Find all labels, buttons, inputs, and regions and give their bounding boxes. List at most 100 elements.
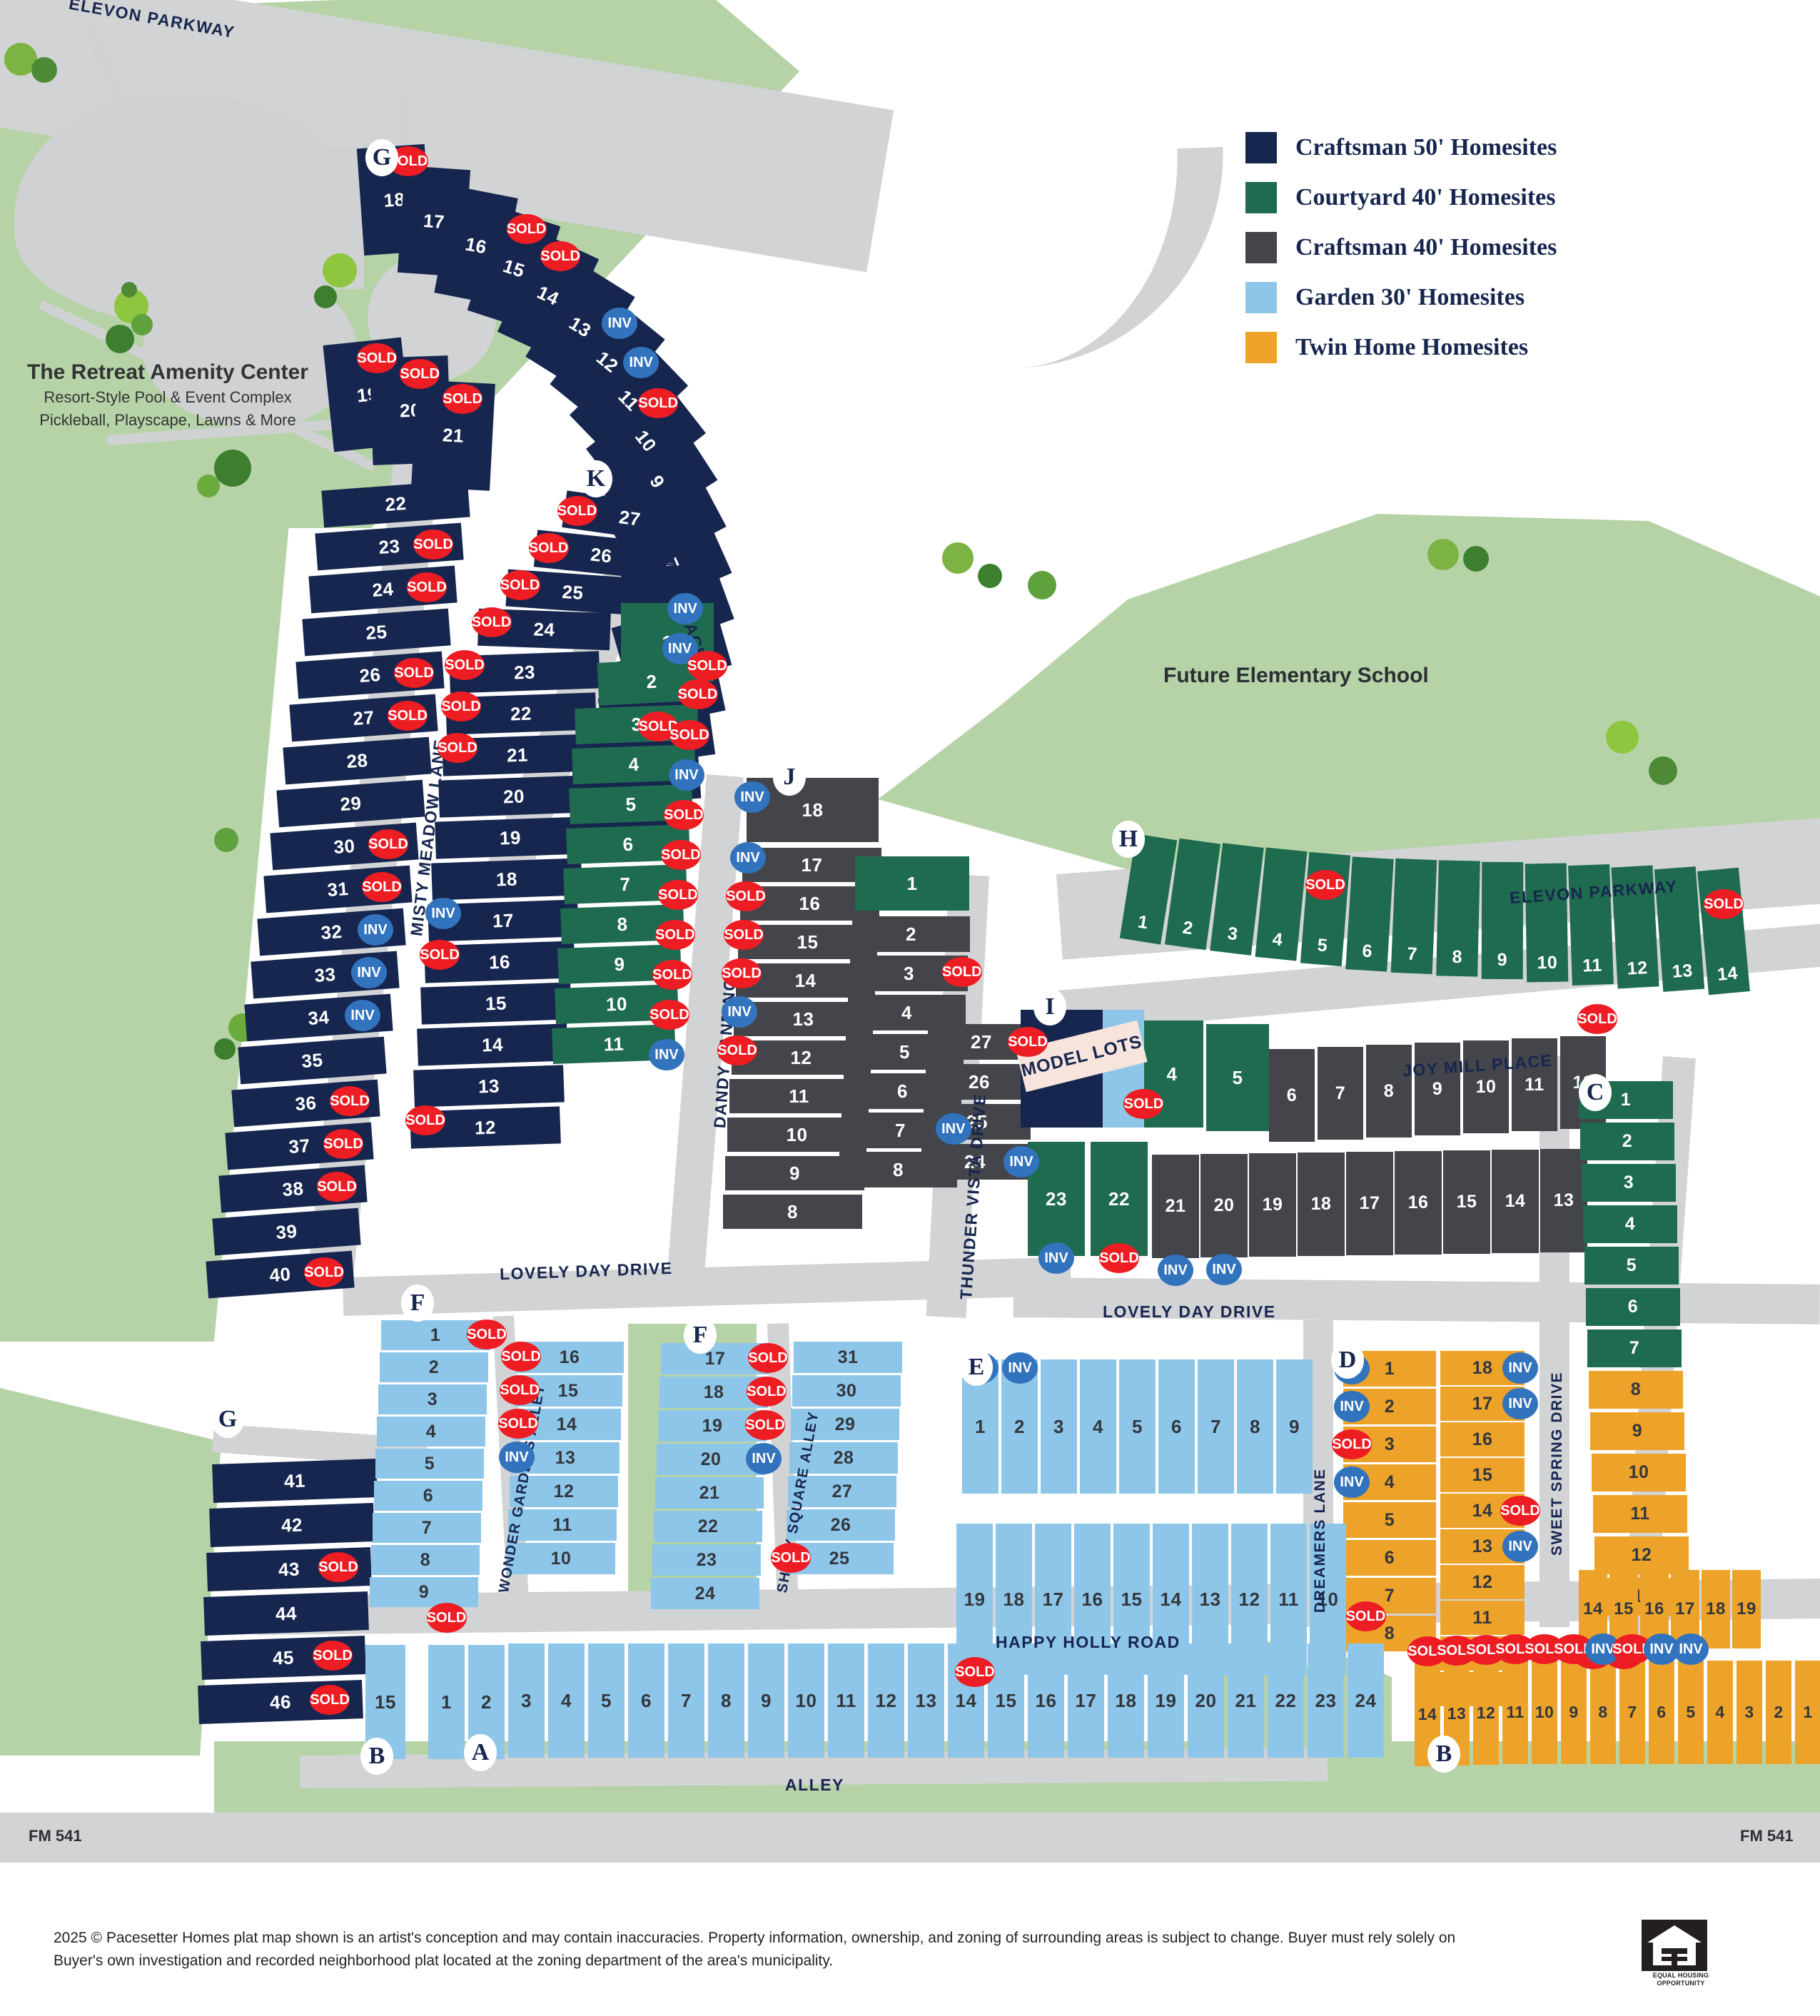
lot-b-7[interactable]: 7: [1619, 1661, 1645, 1764]
lot-h-9[interactable]: 9: [1481, 861, 1524, 980]
section-marker-i[interactable]: I: [1033, 988, 1066, 1025]
lot-f-ri-23[interactable]: 23: [652, 1544, 761, 1576]
lot-i-grey-lower-17[interactable]: 17: [1346, 1152, 1393, 1255]
lot-b-6[interactable]: 6: [1649, 1661, 1674, 1764]
lot-i-grey-lower-15[interactable]: 15: [1443, 1150, 1490, 1254]
lot-i-grey-upper-6[interactable]: 6: [1269, 1049, 1315, 1142]
lot-g-west-44[interactable]: 44: [203, 1591, 369, 1636]
lot-d-right-15[interactable]: 15: [1440, 1458, 1525, 1492]
section-marker-g-bottom[interactable]: G: [211, 1401, 244, 1438]
lot-k-navy-18[interactable]: 18: [431, 858, 582, 901]
lot-g-west-41[interactable]: 41: [212, 1459, 378, 1503]
lot-a-3[interactable]: 3: [508, 1643, 545, 1758]
lot-i-grey-upper-9[interactable]: 9: [1415, 1043, 1460, 1135]
lot-k-navy-13[interactable]: 13: [413, 1065, 565, 1108]
section-marker-j[interactable]: J: [773, 759, 806, 796]
lot-a-7[interactable]: 7: [668, 1643, 704, 1758]
lot-i-grey-upper-7[interactable]: 7: [1318, 1047, 1363, 1140]
lot-g-west-28[interactable]: 28: [283, 736, 432, 785]
lot-j-east-1[interactable]: 1: [855, 856, 969, 911]
lot-a-6[interactable]: 6: [628, 1643, 664, 1758]
lot-f-lo-8[interactable]: 8: [371, 1545, 480, 1575]
lot-f-lo-3[interactable]: 3: [378, 1384, 487, 1414]
lot-j-west-18[interactable]: 18: [747, 778, 879, 842]
lot-i-grey-lower-19[interactable]: 19: [1249, 1153, 1296, 1257]
lot-i-grey-lower-14[interactable]: 14: [1492, 1150, 1539, 1253]
lot-i-grey-upper-8[interactable]: 8: [1366, 1045, 1412, 1138]
lot-g-west-25[interactable]: 25: [302, 608, 451, 657]
lot-h-5[interactable]: 5: [1300, 851, 1351, 967]
lot-c-sec-10[interactable]: 10: [1592, 1454, 1686, 1491]
lot-f-ro-31[interactable]: 31: [794, 1342, 902, 1373]
lot-a-11[interactable]: 11: [828, 1643, 864, 1758]
section-marker-d[interactable]: D: [1331, 1342, 1364, 1379]
lot-f-ri-22[interactable]: 22: [654, 1511, 762, 1542]
lot-d-left-6[interactable]: 6: [1343, 1540, 1436, 1576]
lot-g-west-42[interactable]: 42: [209, 1503, 375, 1547]
lot-c-sec-5[interactable]: 5: [1584, 1247, 1679, 1285]
lot-b-8[interactable]: 8: [1590, 1661, 1616, 1764]
lot-k-navy-14[interactable]: 14: [417, 1023, 568, 1066]
lot-b-12[interactable]: 12: [1473, 1661, 1499, 1765]
lot-e-top-9[interactable]: 9: [1276, 1359, 1313, 1494]
lot-f-li-10[interactable]: 10: [507, 1543, 615, 1574]
lot-c-sec-8[interactable]: 8: [1589, 1371, 1683, 1409]
lot-a-18[interactable]: 18: [1108, 1643, 1144, 1758]
lot-d-left-5[interactable]: 5: [1343, 1502, 1436, 1538]
lot-g-west-29[interactable]: 29: [276, 779, 425, 828]
lot-b-3[interactable]: 3: [1736, 1661, 1762, 1764]
section-marker-f-left[interactable]: F: [401, 1285, 434, 1322]
lot-f-lo-2[interactable]: 2: [380, 1352, 488, 1382]
section-marker-k[interactable]: K: [580, 460, 612, 497]
lot-f-ri-24[interactable]: 24: [651, 1578, 759, 1609]
lot-f-ro-27[interactable]: 27: [788, 1476, 896, 1507]
lot-a-17[interactable]: 17: [1068, 1643, 1104, 1758]
section-marker-h[interactable]: H: [1112, 821, 1145, 858]
section-marker-e[interactable]: E: [960, 1349, 993, 1386]
lot-a-23[interactable]: 23: [1308, 1643, 1344, 1758]
lot-f-lo-9[interactable]: 9: [370, 1577, 478, 1607]
lot-k-navy-19[interactable]: 19: [435, 816, 586, 859]
lot-f-lo-7[interactable]: 7: [373, 1513, 481, 1543]
lot-a-8[interactable]: 8: [708, 1643, 744, 1758]
lot-i-grey-lower-20[interactable]: 20: [1200, 1154, 1248, 1257]
lot-c-sec-11[interactable]: 11: [1593, 1495, 1687, 1533]
lot-c-bottom-18[interactable]: 18: [1702, 1570, 1730, 1648]
lot-a-4[interactable]: 4: [548, 1643, 585, 1758]
lot-e-top-4[interactable]: 4: [1080, 1359, 1116, 1494]
lot-a-1[interactable]: 1: [428, 1645, 465, 1759]
lot-h-8[interactable]: 8: [1436, 860, 1480, 977]
lot-a-19[interactable]: 19: [1148, 1643, 1184, 1758]
lot-c-bottom-19[interactable]: 19: [1732, 1570, 1761, 1648]
lot-k-navy-15[interactable]: 15: [420, 982, 572, 1025]
lot-e-top-3[interactable]: 3: [1041, 1359, 1077, 1494]
lot-j-west-8[interactable]: 8: [723, 1195, 862, 1229]
section-marker-a[interactable]: A: [464, 1734, 497, 1771]
lot-j-east-2[interactable]: 2: [852, 916, 970, 952]
lot-b-2[interactable]: 2: [1766, 1661, 1791, 1764]
lot-i-grey-lower-18[interactable]: 18: [1298, 1153, 1345, 1256]
lot-a-12[interactable]: 12: [868, 1643, 904, 1758]
section-marker-g-top[interactable]: G: [365, 139, 398, 176]
lot-a-22[interactable]: 22: [1268, 1643, 1304, 1758]
lot-f-lo-4[interactable]: 4: [377, 1417, 485, 1447]
lot-d-right-16[interactable]: 16: [1440, 1422, 1525, 1457]
lot-a-5[interactable]: 5: [588, 1643, 625, 1758]
lot-b-11[interactable]: 11: [1502, 1661, 1528, 1764]
section-marker-c[interactable]: C: [1579, 1074, 1612, 1111]
lot-f-lo-5[interactable]: 5: [375, 1449, 484, 1479]
lot-d-right-12[interactable]: 12: [1440, 1565, 1525, 1599]
lot-f-lo-6[interactable]: 6: [374, 1481, 482, 1511]
lot-i-green-5[interactable]: 5: [1206, 1024, 1269, 1131]
lot-b-4[interactable]: 4: [1707, 1661, 1733, 1764]
lot-b-1[interactable]: 1: [1795, 1661, 1820, 1764]
lot-f-ri-21[interactable]: 21: [655, 1477, 764, 1509]
lot-e-top-5[interactable]: 5: [1119, 1359, 1156, 1494]
section-marker-b-right[interactable]: B: [1427, 1736, 1460, 1773]
lot-a-10[interactable]: 10: [788, 1643, 824, 1758]
lot-b-9[interactable]: 9: [1561, 1661, 1587, 1764]
lot-a-21[interactable]: 21: [1228, 1643, 1264, 1758]
lot-i-grey-lower-21[interactable]: 21: [1152, 1155, 1199, 1258]
lot-i-green-22[interactable]: 22: [1091, 1142, 1148, 1256]
lot-d-right-11[interactable]: 11: [1440, 1601, 1525, 1635]
